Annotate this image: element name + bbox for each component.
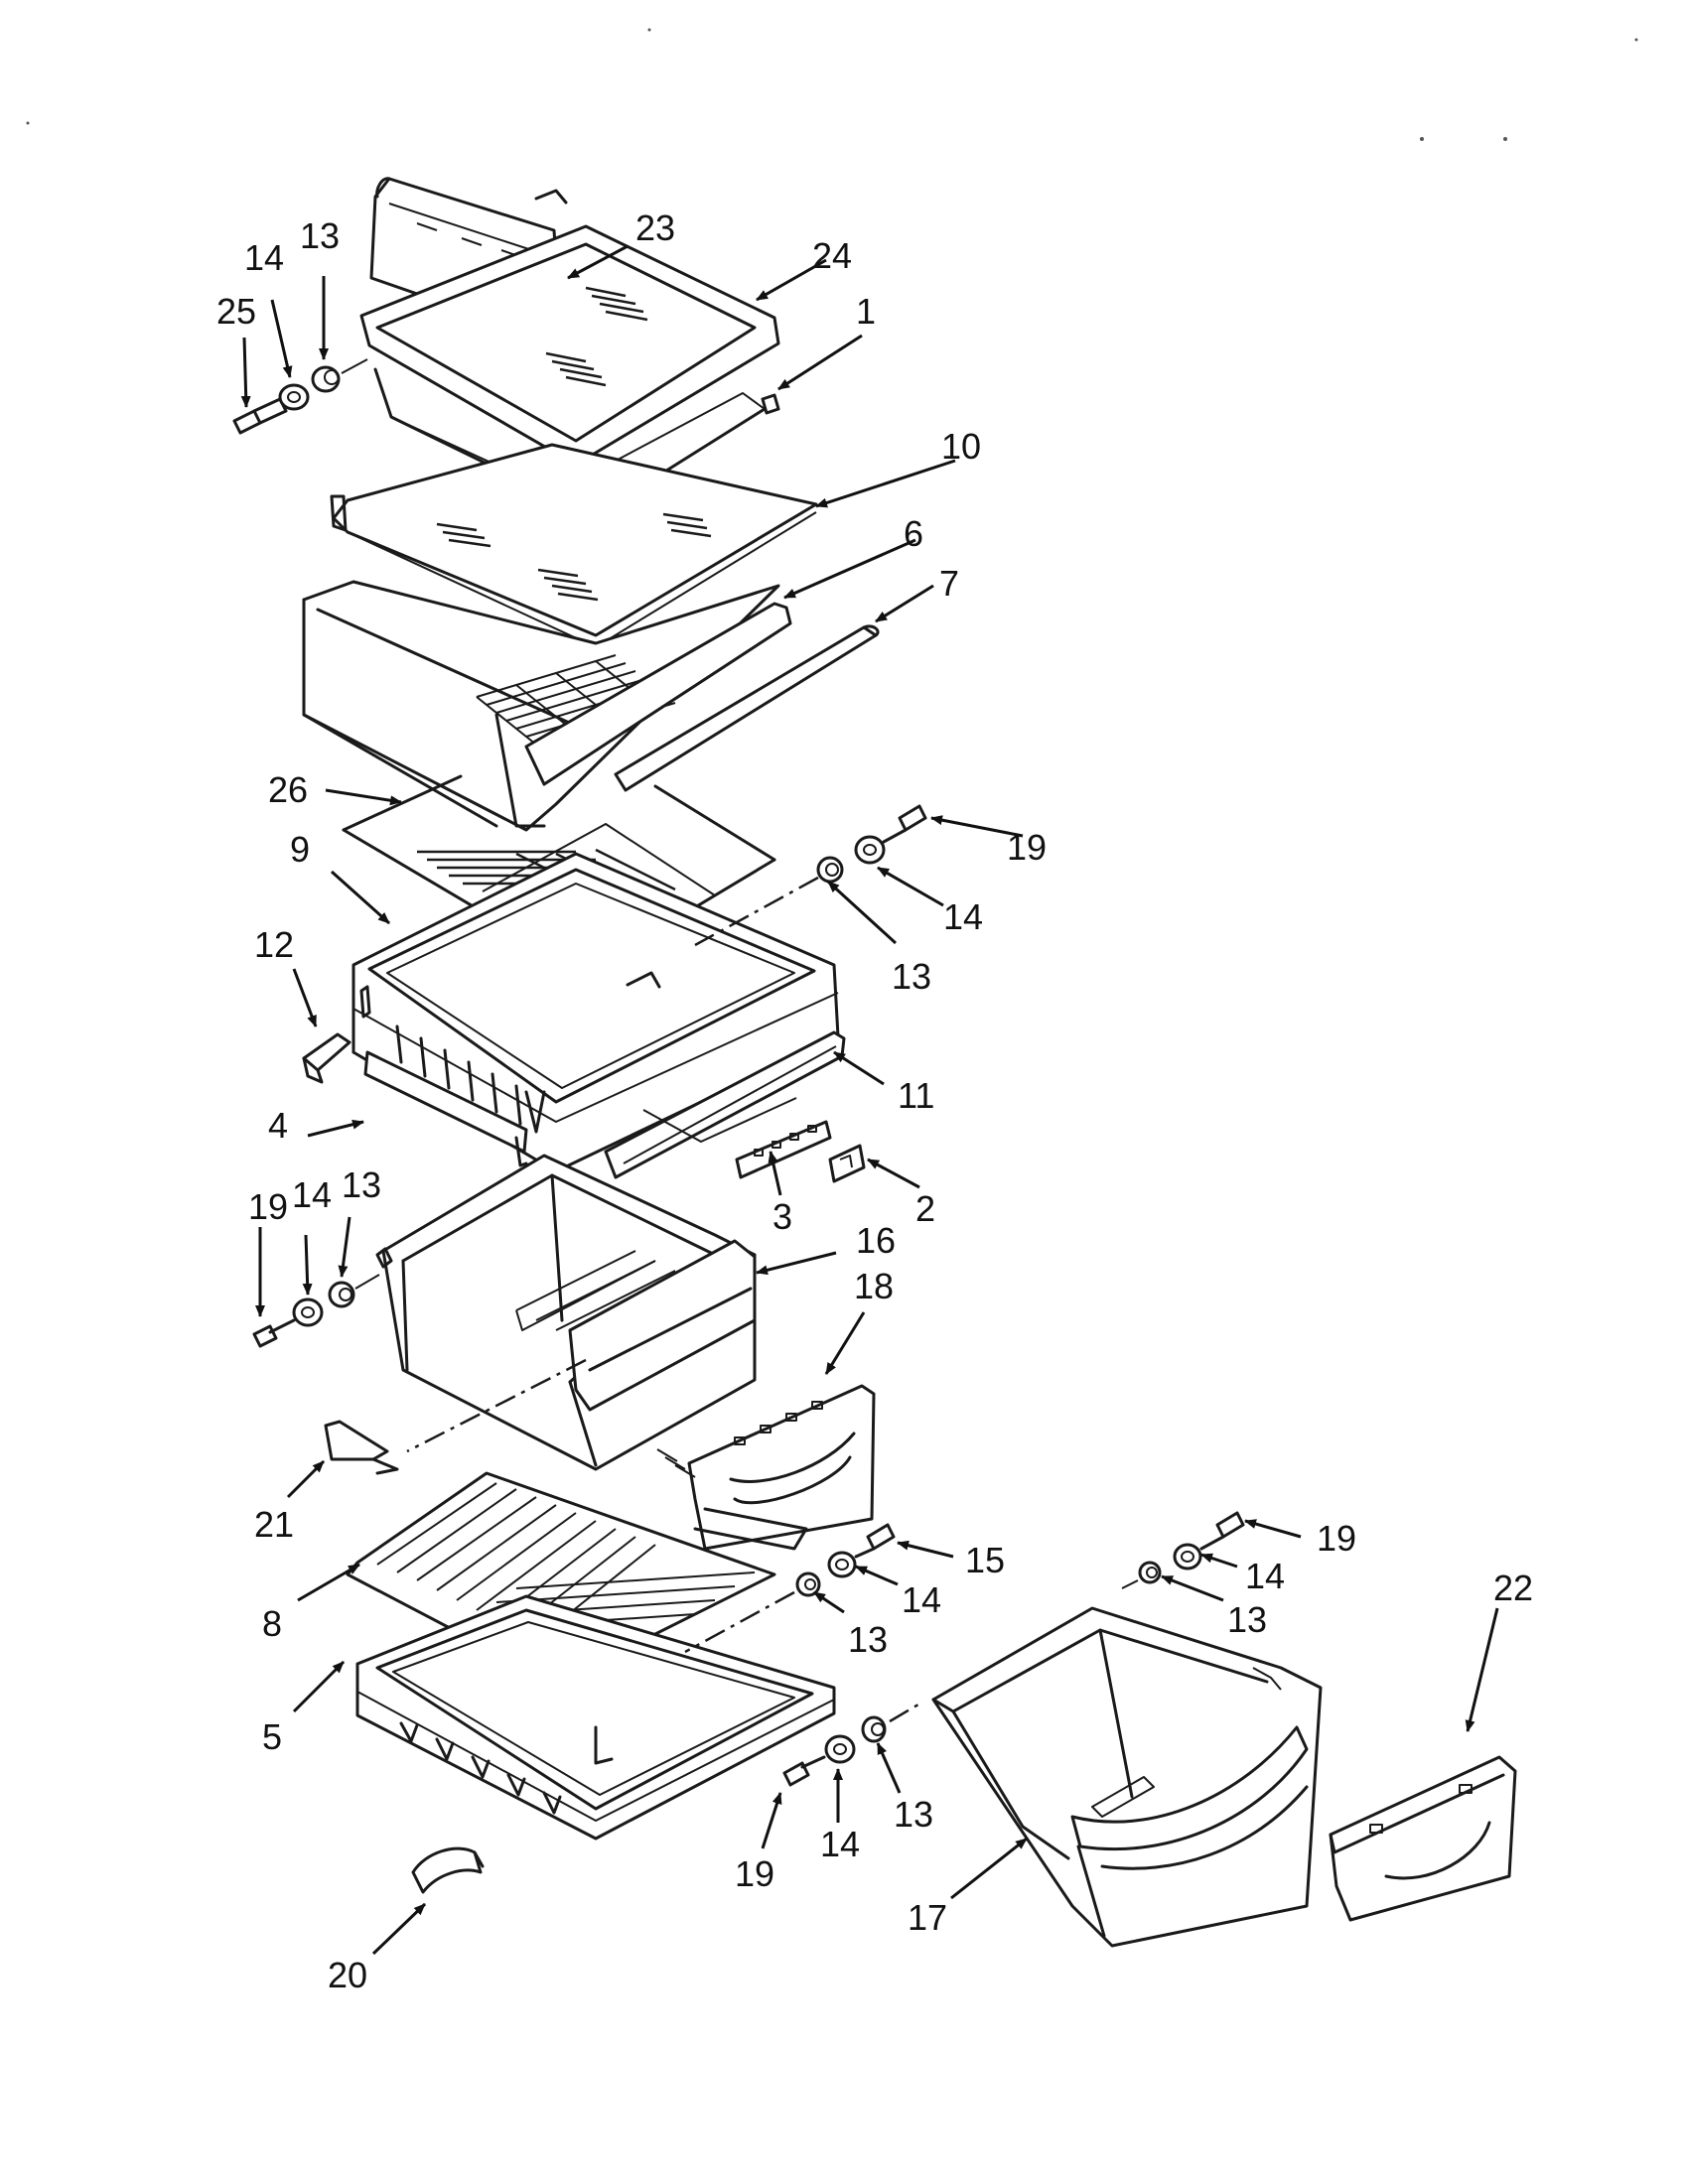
callout-16: 16 bbox=[856, 1220, 896, 1261]
part-10-glass-shelf bbox=[330, 443, 818, 648]
callout-11: 11 bbox=[898, 1075, 934, 1116]
callout-13: 13 bbox=[848, 1619, 888, 1660]
callout-labels: 23 24 14 13 25 1 10 6 7 26 9 19 14 13 12… bbox=[216, 207, 1533, 1995]
callout-14: 14 bbox=[1245, 1556, 1285, 1596]
callout-22: 22 bbox=[1493, 1568, 1533, 1608]
callout-14: 14 bbox=[244, 237, 284, 278]
callout-19: 19 bbox=[735, 1853, 774, 1894]
callout-18: 18 bbox=[854, 1266, 894, 1306]
part-9-crisper-frame bbox=[351, 852, 840, 1173]
callout-12: 12 bbox=[254, 924, 294, 965]
callout-26: 26 bbox=[268, 769, 308, 810]
bushing-13-top bbox=[311, 365, 341, 393]
part-24-shelf bbox=[359, 189, 780, 467]
callout-13: 13 bbox=[894, 1794, 933, 1835]
callout-9: 9 bbox=[290, 829, 310, 870]
bushing-13-right bbox=[1138, 1561, 1162, 1584]
washer-14-center bbox=[827, 1551, 857, 1578]
part-18-drawer-front bbox=[656, 1384, 876, 1551]
callout-19: 19 bbox=[1317, 1518, 1356, 1559]
bushing-13-lower bbox=[861, 1715, 887, 1743]
callout-13: 13 bbox=[342, 1164, 381, 1205]
part-22-drawer-front bbox=[1329, 1755, 1517, 1922]
callout-3: 3 bbox=[772, 1196, 792, 1237]
callout-24: 24 bbox=[812, 235, 852, 276]
scan-specks bbox=[26, 28, 1638, 141]
callout-15: 15 bbox=[965, 1540, 1005, 1580]
callout-2: 2 bbox=[915, 1188, 935, 1229]
screw-19-left bbox=[252, 1318, 296, 1348]
callout-20: 20 bbox=[328, 1955, 367, 1995]
screw-19-lower bbox=[782, 1755, 826, 1787]
screw-15 bbox=[854, 1523, 896, 1559]
callout-6: 6 bbox=[904, 513, 923, 554]
crisper-cover-pan bbox=[302, 580, 880, 832]
callout-arrows bbox=[240, 244, 1499, 1956]
part-2-clip bbox=[828, 1144, 866, 1183]
bushing-13-left bbox=[328, 1281, 355, 1308]
callout-8: 8 bbox=[262, 1603, 282, 1644]
part-16-crisper-drawer bbox=[375, 1154, 757, 1471]
washer-14-top bbox=[278, 383, 310, 411]
screw-25-top bbox=[232, 397, 288, 435]
part-11-right-rail bbox=[604, 1030, 846, 1179]
washer-14-left bbox=[292, 1297, 324, 1327]
callout-23: 23 bbox=[635, 207, 675, 248]
callout-25: 25 bbox=[216, 291, 256, 332]
callout-13: 13 bbox=[1227, 1599, 1267, 1640]
part-12-left-rail bbox=[302, 1032, 351, 1084]
callout-19: 19 bbox=[248, 1186, 288, 1227]
washer-14-mid bbox=[854, 835, 886, 865]
part-3-track bbox=[735, 1120, 832, 1179]
washer-14-right bbox=[1173, 1543, 1202, 1570]
washer-14-lower bbox=[824, 1734, 856, 1764]
callout-14: 14 bbox=[820, 1824, 860, 1864]
callout-10: 10 bbox=[941, 426, 981, 467]
callout-13: 13 bbox=[300, 215, 340, 256]
callout-17: 17 bbox=[908, 1897, 947, 1938]
part-20-cap bbox=[411, 1846, 485, 1894]
callout-19: 19 bbox=[1007, 827, 1047, 868]
callout-4: 4 bbox=[268, 1105, 288, 1146]
callout-21: 21 bbox=[254, 1504, 294, 1545]
callout-14: 14 bbox=[943, 896, 983, 937]
callout-14: 14 bbox=[292, 1174, 332, 1215]
callout-5: 5 bbox=[262, 1716, 282, 1757]
part-5-lower-frame bbox=[355, 1594, 836, 1841]
callout-7: 7 bbox=[939, 563, 959, 604]
callout-1: 1 bbox=[856, 291, 876, 332]
bushing-13-center bbox=[795, 1571, 821, 1597]
screw-19-right bbox=[1199, 1511, 1245, 1551]
bushing-13-mid bbox=[816, 856, 844, 884]
part-21-bracket bbox=[324, 1420, 399, 1475]
part-17-drawer bbox=[931, 1606, 1323, 1948]
callout-13: 13 bbox=[892, 956, 931, 997]
callout-14: 14 bbox=[902, 1579, 941, 1620]
part-4-rail bbox=[363, 1050, 528, 1167]
screw-19-mid bbox=[882, 804, 927, 844]
